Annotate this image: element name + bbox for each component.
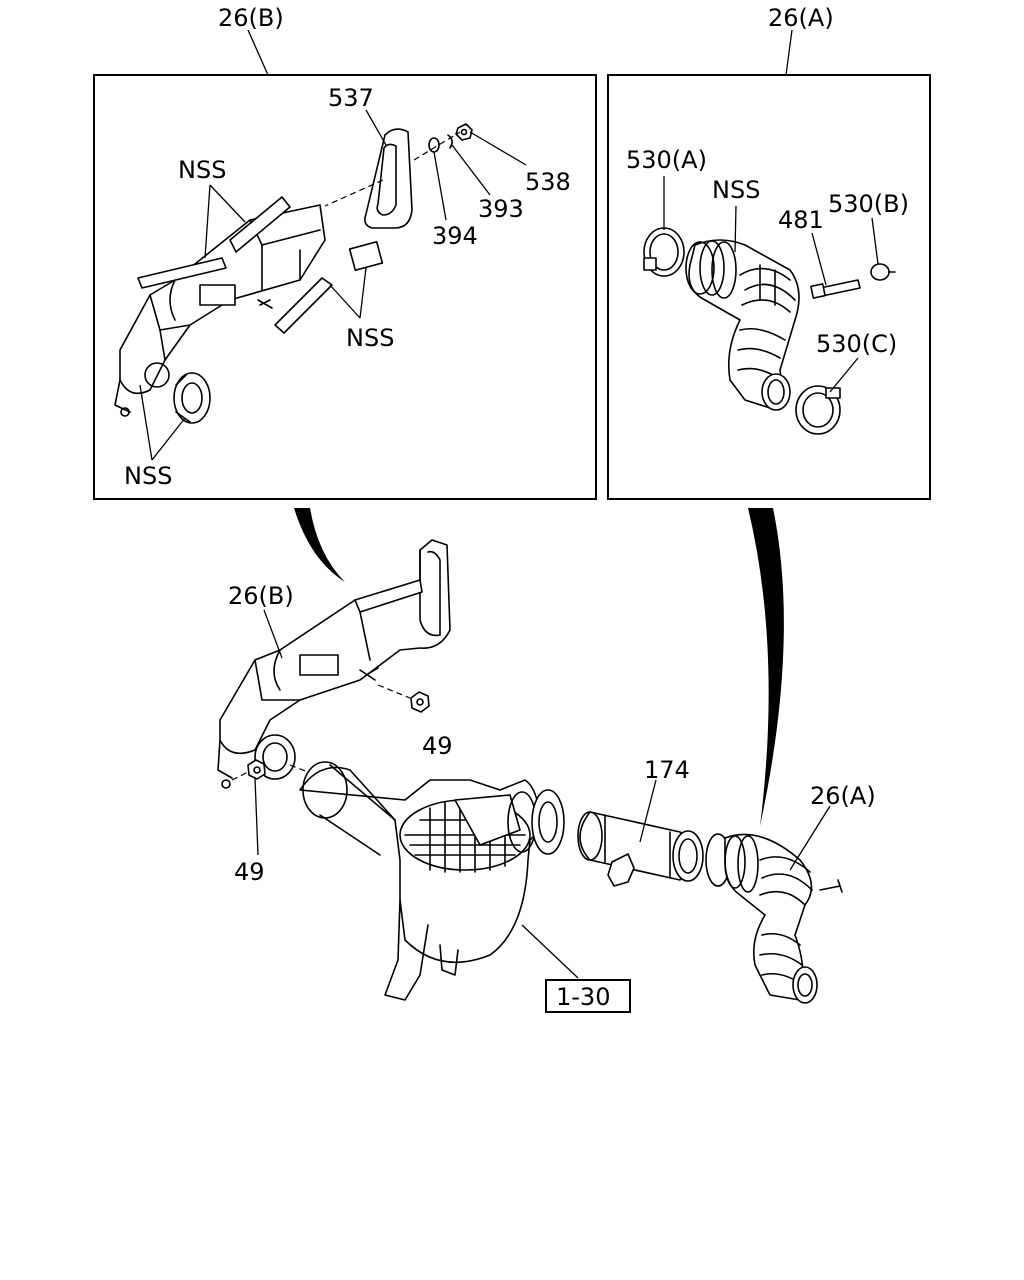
callout-arrow-26a	[748, 508, 784, 826]
label-481: 481	[778, 206, 824, 234]
label-537: 537	[328, 84, 374, 112]
air-duct-26b	[217, 539, 451, 789]
label-393: 393	[478, 195, 524, 223]
air-cleaner-1-30	[299, 761, 565, 1001]
label-26a-assembly: 26(A)	[810, 782, 876, 810]
hose-26a-detail	[685, 239, 800, 411]
label-530b: 530(B)	[828, 190, 909, 218]
label-174: 174	[644, 756, 690, 784]
label-530a: 530(A)	[626, 146, 707, 174]
pipe-174	[577, 811, 704, 887]
label-1-30: 1-30	[556, 983, 610, 1011]
air-duct-26b-detail	[114, 204, 326, 417]
nut-538	[455, 123, 473, 141]
label-26b-assembly: 26(B)	[228, 582, 294, 610]
clamp-nut-530b	[870, 263, 896, 281]
label-530c: 530(C)	[816, 330, 897, 358]
bracket-537	[324, 128, 413, 229]
washer-394	[428, 137, 440, 153]
detail-box-26b: 26(B)	[93, 4, 597, 500]
label-538: 538	[525, 168, 571, 196]
nss-strips-upper	[137, 196, 291, 289]
label-49-upper: 49	[422, 732, 453, 760]
label-nss-a: NSS	[712, 176, 760, 204]
main-assembly: 26(B) 49 49 174 26(A) 1-30	[217, 539, 876, 1013]
hose-26a	[705, 833, 843, 1004]
label-26b-title: 26(B)	[218, 4, 284, 32]
nss-strips-lower	[274, 240, 384, 334]
detail-box-26a: 26(A)	[607, 4, 931, 500]
clamp-530a	[643, 227, 685, 277]
label-26a-title: 26(A)	[768, 4, 834, 32]
seal-ring-detail	[173, 372, 211, 424]
bolt-481	[810, 279, 861, 299]
callout-arrow-26b	[294, 508, 345, 582]
reference-box-1-30: 1-30	[545, 979, 631, 1013]
nut-49-upper	[410, 691, 430, 713]
spring-washer-393	[447, 134, 453, 149]
label-394: 394	[432, 222, 478, 250]
nut-49-lower	[247, 759, 266, 780]
label-49-lower: 49	[234, 858, 265, 886]
label-nss-bottom: NSS	[124, 462, 172, 490]
clamp-530c	[795, 385, 841, 435]
label-nss-mid: NSS	[346, 324, 394, 352]
label-nss-top: NSS	[178, 156, 226, 184]
